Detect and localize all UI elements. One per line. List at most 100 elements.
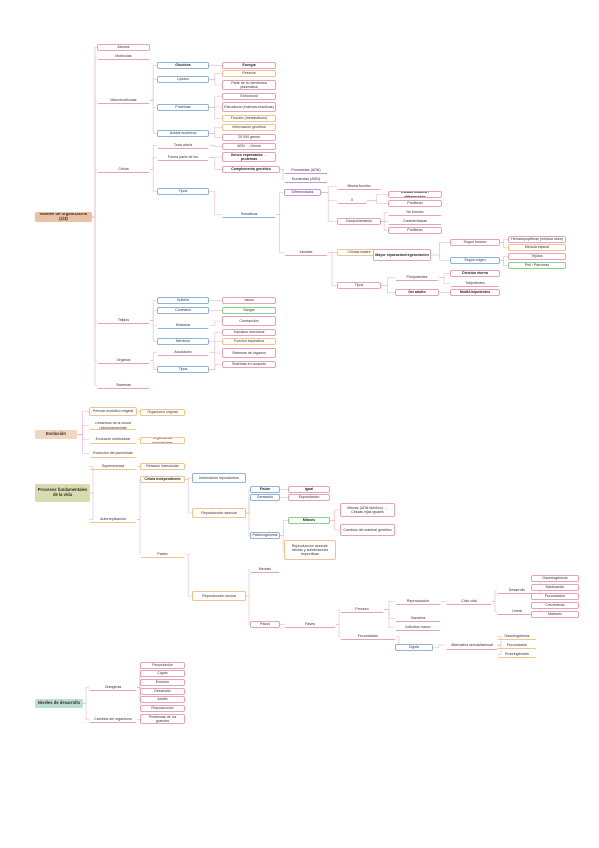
connector-s3-partes-to-s3-repro_sexual bbox=[185, 554, 192, 597]
node-s1-impulsos: Impulsos nerviosos bbox=[222, 329, 276, 336]
node-s4-cambios: Cambios del organismo bbox=[89, 716, 137, 723]
connector-s1-root-to-s1-moleculas bbox=[92, 56, 97, 218]
connector-s3-sexuales-to-s3-partenogenesis bbox=[246, 512, 250, 536]
node-s1-tipos-3: Tipos bbox=[157, 366, 209, 373]
connector-s1-comportamiento-to-s1-proliferan_2 bbox=[381, 221, 388, 231]
node-s1-vasos: Vasos bbox=[222, 297, 276, 304]
node-s1-adn-genes: ADN → Genes bbox=[222, 143, 276, 150]
node-s3-alternativa: Alternativa sexual/asexual bbox=[446, 640, 498, 650]
node-s1-macromoleculas: Macromoléculas bbox=[97, 97, 150, 104]
connector-s3-autorep-to-s3-partes bbox=[137, 519, 141, 555]
node-s1-sangre: Sangre bbox=[222, 307, 276, 314]
node-s1-x: X bbox=[337, 197, 367, 204]
connector-s1-lipidos-to-s1-prot_memb bbox=[209, 79, 222, 86]
connector-s1-somaticas-to-s1-diferenciados bbox=[276, 192, 284, 215]
node-s1-ejemplo-4: Piel / Páncreas bbox=[508, 262, 566, 269]
node-s1-totipotentes: Totipotentes bbox=[450, 280, 500, 287]
node-s1-mayor-reparacion: Mayor reparación/regeneración bbox=[373, 249, 431, 261]
connector-s1-acidos_nucleicos-to-s1-info_genetica bbox=[209, 127, 222, 134]
node-s3-fisión: Fisión bbox=[250, 486, 280, 493]
node-s3-sexuales: Reproducción asexual bbox=[192, 508, 246, 518]
connector-s1-segun_funcion-to-s1-ejemplo_1 bbox=[500, 239, 508, 243]
connector-s1-root-to-s1-macromoleculas bbox=[92, 100, 97, 218]
node-s3-proceso: Proceso bbox=[340, 606, 384, 613]
node-s3-cigoto: Cigoto bbox=[395, 644, 433, 651]
connector-s1-organos-to-s1-asociacion bbox=[150, 352, 157, 361]
node-s1-sistemas: Sistemas bbox=[97, 382, 150, 389]
connector-s1-celula_label-to-s1-forma_parte bbox=[150, 157, 157, 170]
node-s2-root: Evolución bbox=[35, 430, 77, 439]
connector-s2-root-to-s2-cat2 bbox=[77, 425, 89, 435]
node-s3-gametos: Gametos bbox=[395, 615, 441, 622]
node-s1-celula-label: Célula bbox=[97, 166, 150, 173]
connector-s1-tipos_3-to-s1-sist_organos bbox=[209, 352, 222, 370]
connector-s2-root-to-s2-cat4 bbox=[77, 434, 89, 454]
node-s4-root: Niveles de desarrollo bbox=[35, 699, 83, 708]
node-s3-fase-final-b: Fecundación bbox=[497, 642, 537, 649]
connector-s1-macromoleculas-to-s1-glucidos bbox=[150, 65, 157, 101]
node-s4-ontogenia: Ontogenia bbox=[89, 684, 137, 691]
connector-s1-organos-to-s1-tipos_3 bbox=[150, 360, 157, 370]
node-s1-funcion-org: Función específica bbox=[222, 338, 276, 345]
node-s1-tipos-2: Tipos bbox=[337, 282, 381, 289]
node-s3-sup-child: Relación intercelular bbox=[140, 463, 185, 470]
node-s3-gemacion: Gemación bbox=[250, 494, 280, 501]
connector-s1-diferenciados-to-s1-x bbox=[321, 192, 337, 201]
node-s3-mitosis-desc: Mitosis (ADN idéntico) → Células hijas i… bbox=[340, 503, 395, 517]
node-s1-iniciales: Iniciales bbox=[284, 249, 328, 256]
connector-s1-tipos_2-to-s1-del_adulto bbox=[381, 285, 395, 293]
node-s1-lipidos: Lípidos bbox=[157, 76, 209, 83]
connector-s2-root-to-s2-cat1 bbox=[77, 411, 89, 435]
connector-s1-pluripotentes-to-s1-totipotentes bbox=[439, 277, 450, 284]
connector-s2-root-to-s2-cat3 bbox=[77, 434, 89, 440]
node-s4-problemas: Problemas de los grandes bbox=[140, 714, 185, 724]
connector-s1-lipidos-to-s1-reserva bbox=[209, 73, 222, 80]
connector-s3-partenogenesis-to-s3-mitosis bbox=[280, 520, 288, 536]
connector-s1-x-to-s1-fusion_1 bbox=[367, 200, 388, 204]
connector-s1-forma_parte-to-s1-comb_genetico bbox=[209, 157, 222, 170]
node-s3-lineal: Lineal bbox=[497, 608, 537, 615]
connector-s1-root-to-s1-celula_label bbox=[92, 169, 97, 218]
node-s3-fase-final-a: Gametogénesis bbox=[497, 633, 537, 640]
node-s1-ejemplo-1: Hematopoyéticas (médula ósea) bbox=[508, 236, 566, 243]
connector-s1-asociacion-to-s1-funcion_org bbox=[209, 341, 222, 353]
node-s1-ejemplo-3: Tejidos bbox=[508, 253, 566, 260]
node-s3-partes: Partes bbox=[140, 551, 185, 558]
connector-s1-tipos_2-to-s1-pluripotentes bbox=[381, 277, 395, 286]
node-s3-ciclo-vital: Ciclo vital bbox=[446, 598, 492, 605]
connector-s3-fases-to-s3-fecundacion bbox=[336, 624, 340, 637]
node-s1-segun-origen: Según origen bbox=[450, 257, 500, 264]
node-s3-mitosis: Mitosis bbox=[288, 517, 330, 524]
node-s1-del-adulto: Del adulto bbox=[395, 289, 439, 296]
connector-s1-tipos-to-s1-somaticas bbox=[209, 191, 222, 215]
connector-s1-tejidos-to-s1-nervioso bbox=[150, 320, 157, 342]
node-s3-esporulacion: Esporulación bbox=[288, 494, 330, 501]
connector-s1-comb_genetico-to-s1-eucariotas bbox=[280, 169, 284, 180]
node-s1-toda-celula: Toda célula bbox=[157, 142, 209, 149]
node-s4-fecundacion: Fecundación bbox=[140, 662, 185, 669]
node-s2-cat4: Evolución del pluricelular bbox=[89, 449, 137, 458]
node-s1-no-funcion: No función bbox=[388, 209, 442, 216]
node-s3-autorep: Autorreplicación bbox=[89, 516, 137, 523]
node-s1-muscular: Muscular bbox=[157, 322, 209, 329]
node-s1-prot-memb: Parte de la membrana plasmática bbox=[222, 80, 276, 90]
node-s3-sub1: Reproducción bbox=[395, 598, 441, 605]
node-s2-cat1-child: Organismo original bbox=[140, 409, 185, 416]
connector-s1-segun_funcion-to-s1-ejemplo_2 bbox=[500, 242, 508, 248]
node-s3-repro-mitotica: Reproducción asexual: células y subdivis… bbox=[284, 540, 336, 560]
node-s3-info-rep: Información reproductiva bbox=[192, 473, 246, 483]
node-s2-cat3: Evolución multicelular bbox=[89, 435, 137, 444]
node-s3-fases: Fases bbox=[284, 621, 336, 628]
node-s1-reserva: Reserva bbox=[222, 70, 276, 77]
connector-s3-ciclo_vital-to-s3-lineal bbox=[492, 601, 497, 612]
node-s1-root: Niveles de organización (1/3) bbox=[35, 212, 92, 222]
connector-s1-macromoleculas-to-s1-acidos_nucleicos bbox=[150, 100, 157, 134]
node-s3-celula-ind: Célula independiente bbox=[140, 476, 185, 483]
node-s1-division-eterna: División eterna bbox=[450, 270, 500, 277]
node-s3-repro-sexual: Reproducción sexual bbox=[192, 591, 246, 601]
connector-s3-proceso-to-s3-individuo_nuevo bbox=[384, 609, 395, 628]
connector-s1-diferenciados-to-s1-misma_funcion bbox=[321, 186, 337, 193]
connector-s3-root-to-s3-autorep bbox=[89, 492, 94, 520]
node-s1-sist-otro: Sistemas en conjunto bbox=[222, 361, 276, 368]
